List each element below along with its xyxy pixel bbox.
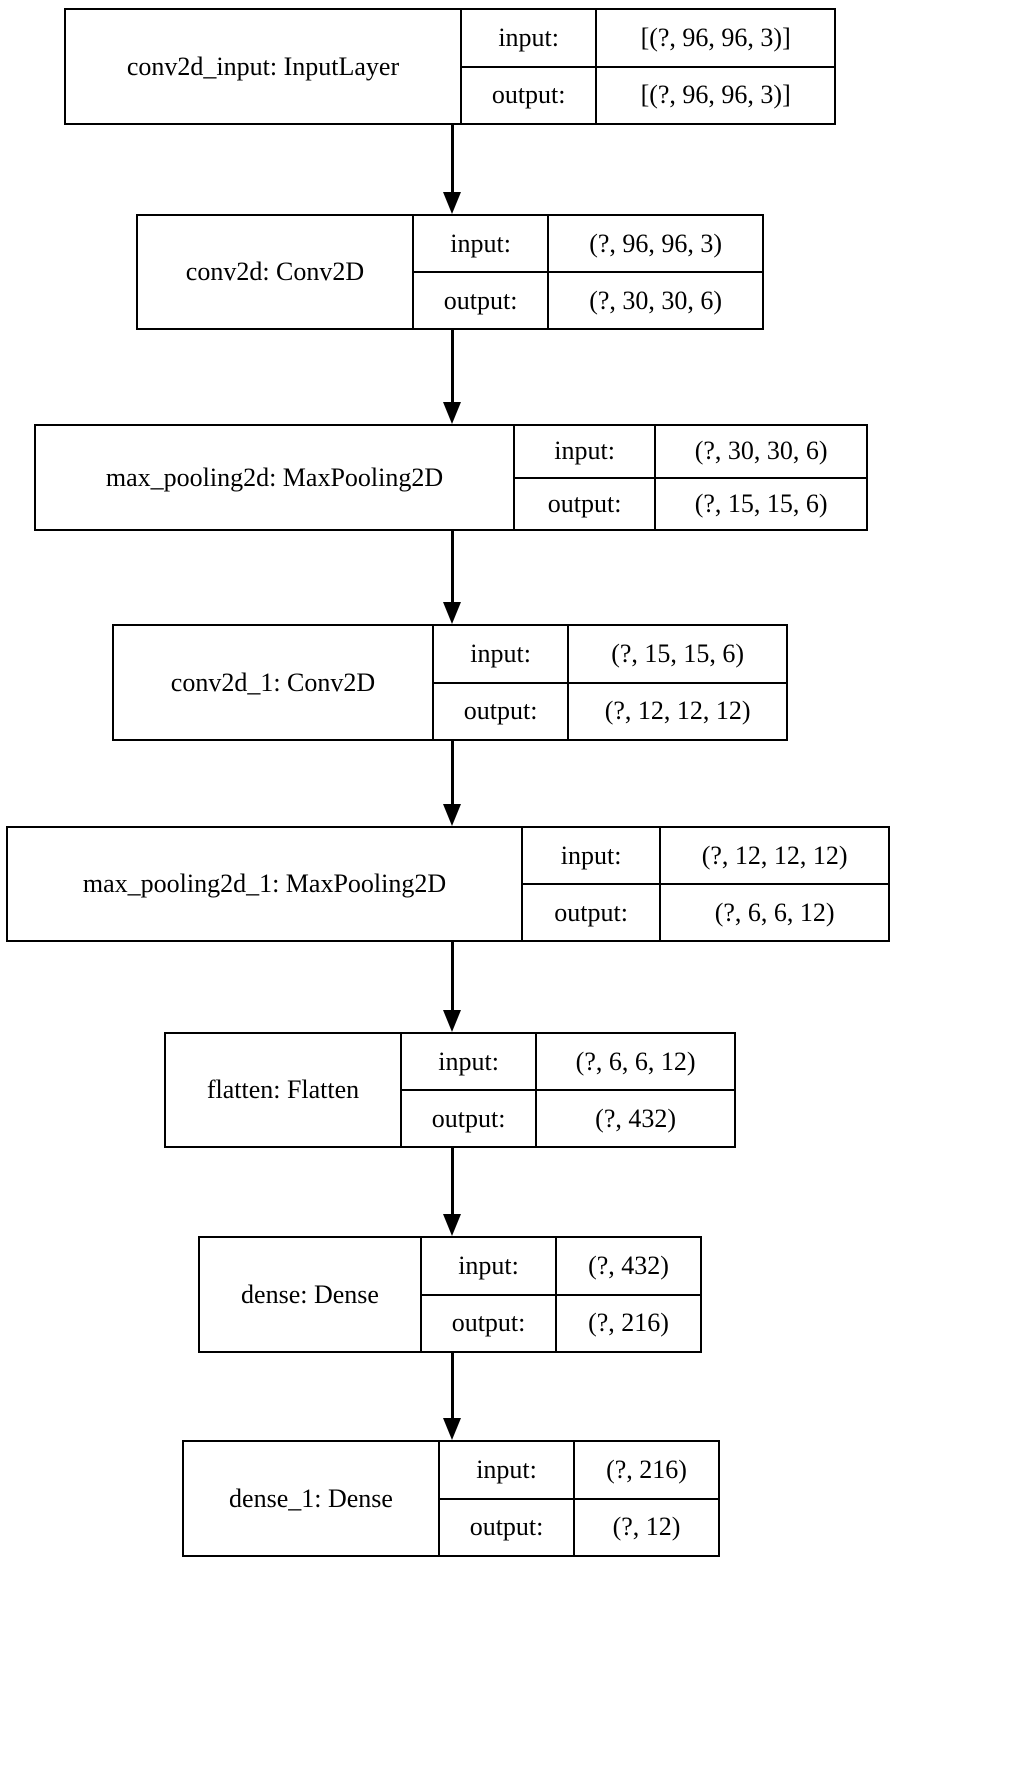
io-table-conv2d: input: (?, 96, 96, 3) output: (?, 30, 30, 6… bbox=[412, 216, 762, 328]
output-shape-dense_1: (?, 12) bbox=[573, 1499, 718, 1555]
io-table-max_pooling2d: input: (?, 30, 30, 6) output: (?, 15, 15, 6… bbox=[513, 426, 866, 529]
layer-name-dense: dense: Dense bbox=[241, 1279, 379, 1309]
edge-line-icon bbox=[451, 330, 454, 402]
layer-node-dense_1: dense_1: Dense input: (?, 216) output: (?, 1… bbox=[182, 1440, 720, 1557]
output-shape-conv2d: (?, 30, 30, 6) bbox=[547, 273, 762, 328]
edge-line-icon bbox=[451, 741, 454, 804]
edge-conv2d_input-to-conv2d bbox=[443, 125, 461, 214]
input-shape-dense_1: (?, 216) bbox=[573, 1442, 718, 1498]
input-key-dense_1: input: bbox=[476, 1454, 537, 1484]
io-table-conv2d_1: input: (?, 15, 15, 6) output: (?, 12, 12, 1… bbox=[432, 626, 786, 739]
output-row-max_pooling2d_1: output: (?, 6, 6, 12) bbox=[523, 885, 888, 940]
edge-line-icon bbox=[451, 1148, 454, 1214]
output-key-max_pooling2d_1: output: bbox=[554, 897, 628, 927]
input-shape-dense: (?, 432) bbox=[555, 1238, 700, 1294]
edge-max_pooling2d-to-conv2d_1 bbox=[443, 531, 461, 624]
output-row-dense: output: (?, 216) bbox=[422, 1295, 700, 1351]
input-row-conv2d_1: input: (?, 15, 15, 6) bbox=[434, 626, 786, 684]
input-key-max_pooling2d: input: bbox=[554, 436, 615, 466]
output-key-flatten: output: bbox=[431, 1103, 506, 1133]
edge-max_pooling2d_1-to-flatten bbox=[443, 942, 461, 1032]
output-shape-max_pooling2d_1: (?, 6, 6, 12) bbox=[659, 885, 888, 940]
input-key-conv2d_1: input: bbox=[470, 638, 531, 668]
output-row-flatten: output: (?, 432) bbox=[402, 1091, 734, 1146]
output-shape-conv2d_input: [(?, 96, 96, 3)] bbox=[595, 67, 834, 123]
io-table-dense: input: (?, 432) output: (?, 216) bbox=[420, 1238, 700, 1351]
edge-flatten-to-dense bbox=[443, 1148, 461, 1236]
io-table-flatten: input: (?, 6, 6, 12) output: (?, 432) bbox=[400, 1034, 734, 1146]
output-key-conv2d_1: output: bbox=[463, 696, 538, 726]
input-key-conv2d_input: input: bbox=[498, 22, 559, 52]
output-key-max_pooling2d: output: bbox=[547, 488, 622, 518]
output-shape-dense: (?, 216) bbox=[555, 1295, 700, 1351]
output-shape-flatten: (?, 432) bbox=[535, 1091, 734, 1146]
arrowhead-icon bbox=[443, 192, 461, 214]
input-row-dense: input: (?, 432) bbox=[422, 1238, 700, 1296]
input-shape-conv2d_1: (?, 15, 15, 6) bbox=[567, 626, 786, 682]
output-key-dense_1: output: bbox=[469, 1512, 544, 1542]
input-row-conv2d_input: input: [(?, 96, 96, 3)] bbox=[462, 10, 834, 68]
edge-conv2d_1-to-max_pooling2d_1 bbox=[443, 741, 461, 826]
input-key-conv2d: input: bbox=[450, 228, 511, 258]
input-shape-flatten: (?, 6, 6, 12) bbox=[535, 1034, 734, 1089]
edge-line-icon bbox=[451, 531, 454, 602]
edge-conv2d-to-max_pooling2d bbox=[443, 330, 461, 424]
output-shape-max_pooling2d: (?, 15, 15, 6) bbox=[654, 478, 866, 529]
output-row-conv2d_input: output: [(?, 96, 96, 3)] bbox=[462, 67, 834, 123]
edge-line-icon bbox=[451, 942, 454, 1010]
edge-dense-to-dense_1 bbox=[443, 1353, 461, 1440]
layer-node-max_pooling2d: max_pooling2d: MaxPooling2D input: (?, 30,… bbox=[34, 424, 868, 531]
arrowhead-icon bbox=[443, 804, 461, 826]
io-table-max_pooling2d_1: input: (?, 12, 12, 12) output: (?, 6, 6, 12… bbox=[521, 828, 888, 940]
input-shape-max_pooling2d: (?, 30, 30, 6) bbox=[654, 426, 866, 477]
input-key-max_pooling2d_1: input: bbox=[560, 840, 622, 870]
input-shape-max_pooling2d_1: (?, 12, 12, 12) bbox=[659, 828, 888, 883]
input-row-dense_1: input: (?, 216) bbox=[440, 1442, 718, 1500]
output-row-dense_1: output: (?, 12) bbox=[440, 1499, 718, 1555]
edge-line-icon bbox=[451, 125, 454, 192]
input-row-max_pooling2d: input: (?, 30, 30, 6) bbox=[515, 426, 866, 479]
arrowhead-icon bbox=[443, 1418, 461, 1440]
layer-node-conv2d_input: conv2d_input: InputLayer input: [(?, 96, 9… bbox=[64, 8, 836, 125]
output-key-conv2d_input: output: bbox=[491, 80, 566, 110]
output-row-conv2d_1: output: (?, 12, 12, 12) bbox=[434, 683, 786, 739]
output-row-max_pooling2d: output: (?, 15, 15, 6) bbox=[515, 478, 866, 529]
layer-node-dense: dense: Dense input: (?, 432) output: (?, 216… bbox=[198, 1236, 702, 1353]
output-key-dense: output: bbox=[451, 1308, 526, 1338]
layer-name-conv2d: conv2d: Conv2D bbox=[185, 257, 365, 286]
input-shape-conv2d: (?, 96, 96, 3) bbox=[547, 216, 762, 271]
arrowhead-icon bbox=[443, 402, 461, 424]
output-key-conv2d: output: bbox=[443, 285, 518, 315]
input-row-flatten: input: (?, 6, 6, 12) bbox=[402, 1034, 734, 1091]
output-row-conv2d: output: (?, 30, 30, 6) bbox=[414, 273, 762, 328]
layer-name-max_pooling2d: max_pooling2d: MaxPooling2D bbox=[105, 462, 444, 492]
io-table-dense_1: input: (?, 216) output: (?, 12) bbox=[438, 1442, 718, 1555]
layer-name-flatten: flatten: Flatten bbox=[206, 1075, 360, 1104]
layer-name-max_pooling2d_1: max_pooling2d_1: MaxPooling2D bbox=[82, 869, 447, 898]
arrowhead-icon bbox=[443, 1214, 461, 1236]
layer-name-dense_1: dense_1: Dense bbox=[229, 1483, 393, 1513]
layer-name-conv2d_input: conv2d_input: InputLayer bbox=[126, 51, 400, 81]
io-table-conv2d_input: input: [(?, 96, 96, 3)] output: [(?, 96, 96… bbox=[460, 10, 834, 123]
edge-line-icon bbox=[451, 1353, 454, 1418]
output-shape-conv2d_1: (?, 12, 12, 12) bbox=[567, 683, 786, 739]
layer-node-max_pooling2d_1: max_pooling2d_1: MaxPooling2D input: (?, 1… bbox=[6, 826, 890, 942]
input-key-dense: input: bbox=[458, 1250, 519, 1280]
input-key-flatten: input: bbox=[438, 1046, 499, 1076]
arrowhead-icon bbox=[443, 602, 461, 624]
layer-name-conv2d_1: conv2d_1: Conv2D bbox=[170, 667, 376, 697]
input-row-max_pooling2d_1: input: (?, 12, 12, 12) bbox=[523, 828, 888, 885]
input-shape-conv2d_input: [(?, 96, 96, 3)] bbox=[595, 10, 834, 66]
input-row-conv2d: input: (?, 96, 96, 3) bbox=[414, 216, 762, 273]
arrowhead-icon bbox=[443, 1010, 461, 1032]
